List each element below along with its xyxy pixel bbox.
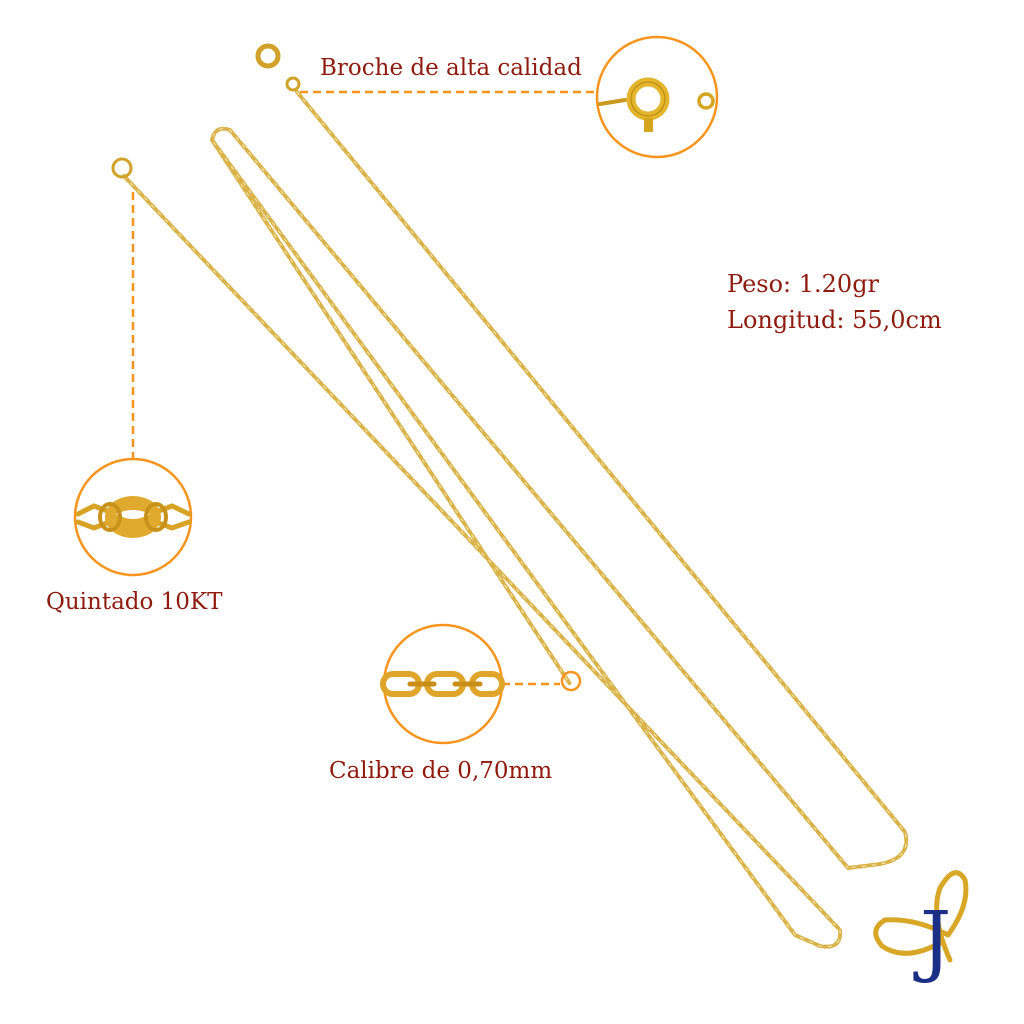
gauge-callout-circle xyxy=(382,623,504,745)
spring-ring-icon xyxy=(255,43,281,69)
specs-block: Peso: 1.20gr Longitud: 55,0cm xyxy=(727,266,942,338)
cable-link-detail-icon xyxy=(380,671,505,697)
gauge-label: Calibre de 0,70mm xyxy=(329,758,553,784)
brand-logo-letter: J xyxy=(920,896,952,986)
gold-purity-label: Quintado 10KT xyxy=(46,589,223,615)
clasp-label: Broche de alta calidad xyxy=(320,55,582,81)
puffed-link-detail-icon xyxy=(75,496,192,538)
gold-callout-circle xyxy=(73,457,193,577)
clasp-detail-icon xyxy=(598,77,715,132)
clasp-callout-circle xyxy=(595,35,719,159)
length-spec: Longitud: 55,0cm xyxy=(727,306,942,334)
brand-logo-icon xyxy=(873,870,969,963)
weight-spec: Peso: 1.20gr xyxy=(727,270,880,298)
